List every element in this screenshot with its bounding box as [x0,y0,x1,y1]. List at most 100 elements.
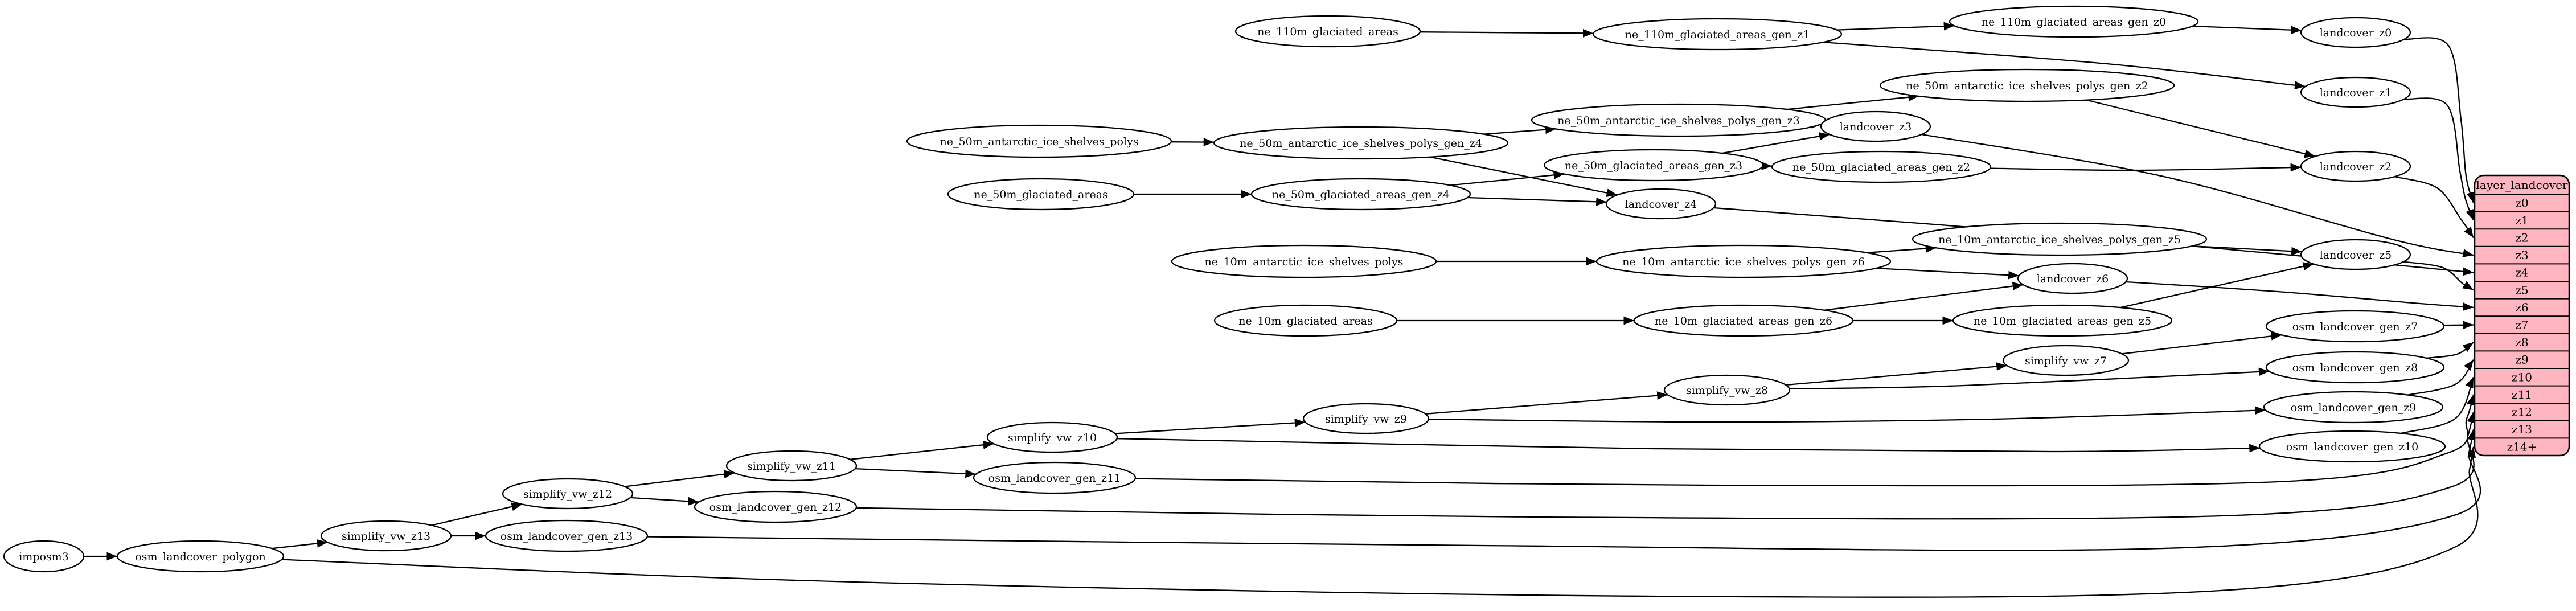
edge-ne50gl4-to-lc4 [1467,196,1607,206]
edge-osm_poly-to-vw13 [272,539,328,550]
node-label: ne_110m_glaciated_areas [1257,26,1398,38]
node-osm_landcover_gen_z7: osm_landcover_gen_z7 [2265,310,2445,343]
node-shape [2263,391,2444,424]
node-label: landcover_z4 [1625,198,1697,211]
node-ne_110m_glaciated_areas_gen_z0: ne_110m_glaciated_areas_gen_z0 [1949,5,2199,38]
edge-gen11-to-table-z11 [1135,394,2475,487]
node-shape [1250,178,1471,211]
node-shape [1543,149,1764,182]
node-osm_landcover_gen_z10: osm_landcover_gen_z10 [2258,430,2446,463]
node-label: ne_10m_glaciated_areas [1238,315,1373,327]
node-shape [1952,304,2173,337]
node-ne_50m_antarctic_ice_shelves_polys_gen_z3: ne_50m_antarctic_ice_shelves_polys_gen_z… [1531,103,1827,137]
node-ne_50m_antarctic_ice_shelves_polys_gen_z2: ne_50m_antarctic_ice_shelves_polys_gen_z… [1879,68,2175,102]
node-shape [3,540,85,573]
node-shape [906,124,1172,158]
table-row-z11: z11 [2512,388,2532,401]
node-ne_50m_glaciated_areas_gen_z2: ne_50m_glaciated_areas_gen_z2 [1771,150,1992,183]
table-row-z13: z13 [2512,423,2532,436]
node-label: landcover_z3 [1840,121,1912,133]
node-ne_10m_antarctic_ice_shelves_polys_gen_z5: ne_10m_antarctic_ice_shelves_polys_gen_z… [1912,222,2208,256]
node-ne_50m_antarctic_ice_shelves_polys: ne_50m_antarctic_ice_shelves_polys [906,124,1172,158]
node-shape [1213,304,1398,337]
edge-lc1-to-table-z1 [2403,97,2475,221]
node-label: simplify_vw_z9 [1325,413,1407,425]
node-label: ne_10m_antarctic_ice_shelves_polys [1205,256,1404,268]
node-label: landcover_z5 [2320,249,2392,261]
node-shape [502,478,634,510]
node-shape [1302,403,1430,434]
node-simplify_vw_z8: simplify_vw_z8 [1663,374,1791,406]
node-landcover_z0: landcover_z0 [2300,17,2411,48]
node-osm_landcover_gen_z13: osm_landcover_gen_z13 [485,519,649,552]
edge-ne110g1-to-lc1 [1823,41,2306,90]
edge-vw8-to-vw7 [1786,362,2007,386]
node-shape [1949,5,2199,38]
node-simplify_vw_z9: simplify_vw_z9 [1302,403,1430,434]
node-ne_110m_glaciated_areas: ne_110m_glaciated_areas [1234,15,1421,48]
node-label: imposm3 [19,551,69,563]
node-shape [2265,310,2445,343]
node-label: landcover_z0 [2320,27,2392,39]
node-label: ne_50m_antarctic_ice_shelves_polys [940,136,1139,148]
edge-gen10-to-table-z10 [2400,376,2475,434]
node-label: ne_10m_glaciated_areas_gen_z5 [1974,315,2151,327]
edge-ne50gl3-to-lc3 [1722,132,1830,154]
node-label: simplify_vw_z7 [2025,355,2107,367]
edge-vw11-to-vw10 [850,440,994,460]
table-row-z14+: z14+ [2507,440,2537,454]
node-landcover_z4: landcover_z4 [1605,188,1717,220]
layer-landcover-table: layer_landcoverz0z1z2z3z4z5z6z7z8z9z10z1… [2474,174,2570,457]
edge-ne50ais4-to-lc4 [1430,156,1618,197]
node-simplify_vw_z7: simplify_vw_z7 [2002,345,2130,376]
node-label: landcover_z6 [2037,273,2109,285]
table-header: layer_landcover [2476,178,2568,192]
edge-lc0-to-table-z0 [2403,37,2475,203]
node-ne_50m_antarctic_ice_shelves_polys_gen_z4: ne_50m_antarctic_ice_shelves_polys_gen_z… [1213,126,1509,160]
node-shape [1605,188,1717,220]
edge-ne10ais6-to-ne10ais5 [1867,244,1937,253]
node-shape [947,178,1135,211]
node-label: landcover_z1 [2320,87,2392,99]
node-label: ne_50m_antarctic_ice_shelves_polys_gen_z… [1906,80,2148,92]
node-landcover_z3: landcover_z3 [1820,110,1931,142]
edge-ne50ais3-to-ne50ais2 [1786,93,1919,110]
edge-vw10-to-vw9 [1115,419,1306,434]
edge-vw10-to-gen10 [1117,438,2260,453]
node-imposm3: imposm3 [3,540,85,573]
node-shape [973,461,1137,494]
node-simplify_vw_z11: simplify_vw_z11 [725,450,858,482]
node-ne_10m_glaciated_areas_gen_z5: ne_10m_glaciated_areas_gen_z5 [1952,304,2173,337]
node-label: simplify_vw_z8 [1686,384,1768,397]
node-label: ne_50m_glaciated_areas_gen_z2 [1792,161,1970,174]
node-label: ne_10m_antarctic_ice_shelves_polys_gen_z… [1622,256,1865,268]
edge-vw11-to-gen11 [855,468,976,478]
edge-ne10ais5-to-lc5 [2192,245,2302,256]
node-shape [2300,239,2411,270]
node-osm_landcover_gen_z9: osm_landcover_gen_z9 [2263,391,2444,424]
node-label: osm_landcover_gen_z13 [501,530,633,543]
node-shape [1213,126,1509,160]
node-shape [1171,244,1437,278]
edge-ne10gl5-to-lc5 [2120,262,2314,309]
edge-ne110-to-ne110g1 [1420,28,1594,38]
edge-vw12-to-gen12 [630,497,699,506]
edge-vw8-to-gen8 [1789,367,2270,390]
node-label: ne_10m_glaciated_areas_gen_z6 [1655,315,1832,327]
node-shape [1912,222,2208,256]
node-landcover_z5: landcover_z5 [2300,239,2411,270]
node-osm_landcover_polygon: osm_landcover_polygon [116,540,285,573]
node-simplify_vw_z13: simplify_vw_z13 [320,520,452,552]
node-label: osm_landcover_gen_z8 [2292,362,2418,374]
node-shape [2300,150,2411,182]
edge-ne50ais4-to-ne50ais3 [1483,125,1556,135]
node-label: osm_landcover_gen_z11 [988,472,1121,485]
node-label: simplify_vw_z11 [747,460,836,473]
node-label: osm_landcover_gen_z7 [2292,321,2418,333]
node-ne_110m_glaciated_areas_gen_z1: ne_110m_glaciated_areas_gen_z1 [1592,18,1843,51]
table-row-z2: z2 [2515,231,2528,245]
node-shape [116,540,285,573]
node-label: osm_landcover_gen_z10 [2286,441,2418,453]
node-shape [1592,18,1843,51]
edge-gen9-to-table-z9 [2407,359,2474,396]
